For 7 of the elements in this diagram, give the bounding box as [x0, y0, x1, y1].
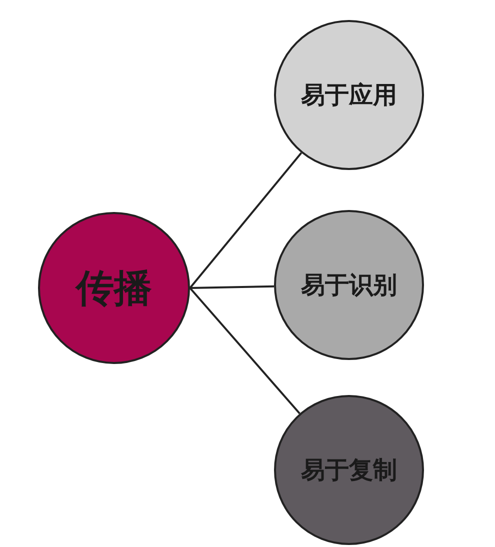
item-label: 易于应用: [301, 80, 397, 111]
item-label: 易于复制: [301, 455, 397, 486]
connector-line: [189, 287, 300, 414]
item-label: 易于识别: [301, 270, 397, 301]
connector-line: [190, 285, 274, 289]
topic-label: 传播: [76, 264, 152, 312]
connector-line: [189, 152, 302, 289]
